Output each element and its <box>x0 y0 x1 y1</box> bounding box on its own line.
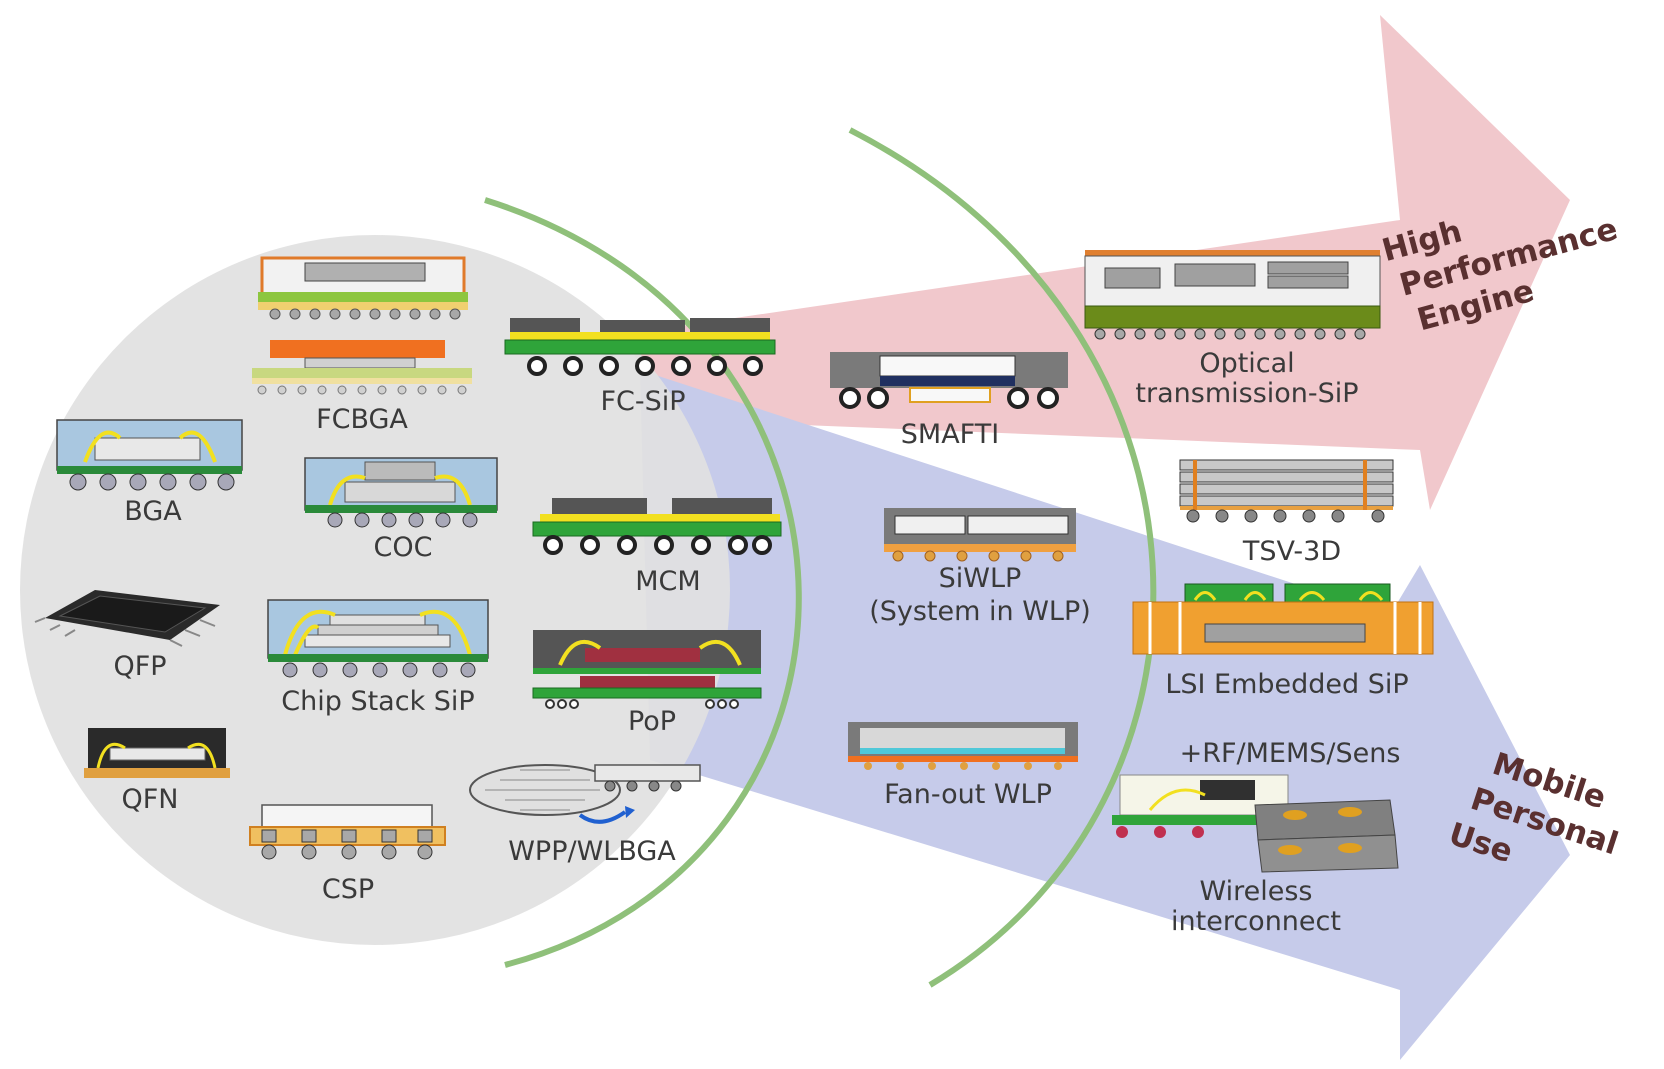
label-optical-2: transmission-SiP <box>1135 378 1358 409</box>
label-wpp-wlbga: WPP/WLBGA <box>508 836 676 867</box>
label-siwlp-2: (System in WLP) <box>869 596 1091 627</box>
pop-package-graphic <box>532 630 762 709</box>
mcm-package-graphic <box>532 498 782 555</box>
label-fanout-wlp: Fan-out WLP <box>884 779 1052 810</box>
label-siwlp-1: SiWLP <box>939 563 1022 594</box>
generation-arc-2 <box>848 127 1157 988</box>
qfn-package-graphic <box>84 728 230 778</box>
label-wireless-1: Wireless <box>1200 876 1313 907</box>
label-tsv-3d: TSV-3D <box>1242 536 1341 567</box>
label-fc-sip: FC-SiP <box>600 386 685 417</box>
tsv-3d-graphic <box>1179 459 1394 523</box>
fanout-wlp-graphic <box>848 722 1078 770</box>
label-fcbga: FCBGA <box>316 404 408 435</box>
label-wireless-2: interconnect <box>1171 906 1341 937</box>
lsi-embedded-sip-graphic <box>1132 583 1434 655</box>
wpp-wlbga-graphic <box>469 764 701 824</box>
optical-sip-graphic <box>1084 250 1381 340</box>
label-bga: BGA <box>124 496 182 527</box>
qfp-package-graphic <box>34 590 220 647</box>
smafti-graphic <box>830 352 1068 409</box>
chip-stack-sip-graphic <box>267 599 489 678</box>
label-qfp: QFP <box>113 651 166 682</box>
bga-package-graphic <box>56 419 243 491</box>
label-rf-mems-sens: +RF/MEMS/Sens <box>1180 738 1401 769</box>
coc-package-graphic <box>304 457 498 528</box>
wireless-interconnect-graphic <box>1112 774 1399 873</box>
fcbga-package-graphic <box>258 256 468 320</box>
csp-package-graphic <box>249 804 446 860</box>
label-optical-1: Optical <box>1199 348 1294 379</box>
label-csp: CSP <box>322 874 374 905</box>
label-lsi-embedded-sip: LSI Embedded SiP <box>1165 669 1408 700</box>
generation-arc-1 <box>484 197 802 968</box>
label-coc: COC <box>374 532 433 563</box>
fcbga-package-graphic-2 <box>252 340 472 395</box>
label-qfn: QFN <box>122 784 179 815</box>
label-chip-stack-sip: Chip Stack SiP <box>281 686 474 717</box>
fc-sip-graphic <box>504 318 776 376</box>
siwlp-graphic <box>884 508 1076 562</box>
label-pop: PoP <box>628 706 676 737</box>
mobile-personal-arrow <box>640 370 1570 1060</box>
label-smafti: SMAFTI <box>901 419 999 450</box>
label-mcm: MCM <box>635 566 700 597</box>
